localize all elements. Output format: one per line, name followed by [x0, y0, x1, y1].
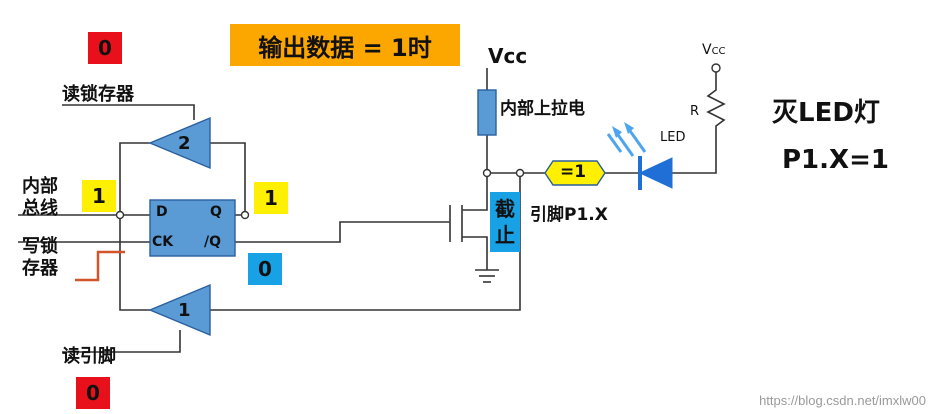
- p1x-label: P1.X=1: [782, 145, 889, 175]
- buffer2-in: [210, 142, 246, 216]
- resistor-zigzag: [706, 70, 726, 135]
- read-latch-line: [62, 104, 195, 120]
- resistor-label: R: [690, 104, 700, 119]
- led-line-right: [672, 135, 717, 174]
- q-value: 1: [254, 182, 288, 214]
- cutoff-text-1: 截: [495, 197, 515, 221]
- led-rays: [606, 127, 647, 157]
- ff-qbar-label: /Q: [204, 234, 222, 250]
- pin-value-label: =1: [560, 162, 587, 182]
- top-red-value: 0: [88, 32, 122, 64]
- vcc-label: Vcc: [488, 44, 528, 68]
- internal-bus-label-2: 总线: [22, 198, 58, 219]
- drain: [462, 173, 488, 211]
- bus-junction: [115, 210, 125, 220]
- q-junction: [240, 210, 250, 220]
- buffer-gate-bottom: [148, 283, 211, 337]
- led-off-label: 灭LED灯: [772, 98, 880, 128]
- bottom-red-value: 0: [76, 377, 110, 409]
- bus-value: 1: [82, 180, 116, 212]
- pin-indicator: [544, 160, 606, 186]
- pin-junction: [515, 168, 525, 178]
- gate-bottom-label: 1: [178, 300, 191, 321]
- ff-ck-label: CK: [152, 234, 174, 250]
- led-label: LED: [660, 130, 686, 145]
- read-pin-line: [62, 330, 181, 353]
- pullup-label: 内部上拉电: [500, 99, 585, 119]
- pin-label: 引脚P1.X: [530, 205, 608, 225]
- led-triangle: [638, 157, 673, 189]
- write-latch-indicator: [75, 250, 125, 282]
- write-latch-label-1: 写锁: [22, 236, 58, 257]
- flipflop-body: [149, 199, 236, 257]
- cutoff-indicator: 截 止: [490, 192, 520, 252]
- write-latch-label-2: 存器: [22, 258, 58, 279]
- ff-d-label: D: [156, 204, 168, 220]
- buffer1-out: [119, 215, 150, 311]
- read-pin-label: 读引脚: [62, 346, 116, 367]
- vcc-right-sub: CC: [711, 46, 726, 57]
- drain-junction: [482, 168, 492, 178]
- source: [462, 236, 488, 270]
- buffer1-in: [210, 173, 521, 311]
- buffer-gate-top: [148, 116, 211, 170]
- vcc-right-terminal: [711, 63, 721, 73]
- title-banner: 输出数据 = 1时: [230, 24, 460, 66]
- read-latch-label: 读锁存器: [62, 84, 134, 105]
- gate-top-label: 2: [178, 133, 191, 154]
- cutoff-text-2: 止: [495, 223, 515, 247]
- vcc-right-v: V: [702, 42, 712, 58]
- qbar-line: [235, 221, 450, 243]
- ff-q-label: Q: [210, 204, 222, 220]
- vcc-right-label: VCC: [702, 42, 726, 58]
- watermark: https://blog.csdn.net/imxlw00: [759, 393, 926, 408]
- buffer2-out: [119, 142, 150, 215]
- pullup-resistor: [477, 89, 497, 136]
- qbar-value: 0: [248, 253, 282, 285]
- internal-bus-label-1: 内部: [22, 176, 58, 197]
